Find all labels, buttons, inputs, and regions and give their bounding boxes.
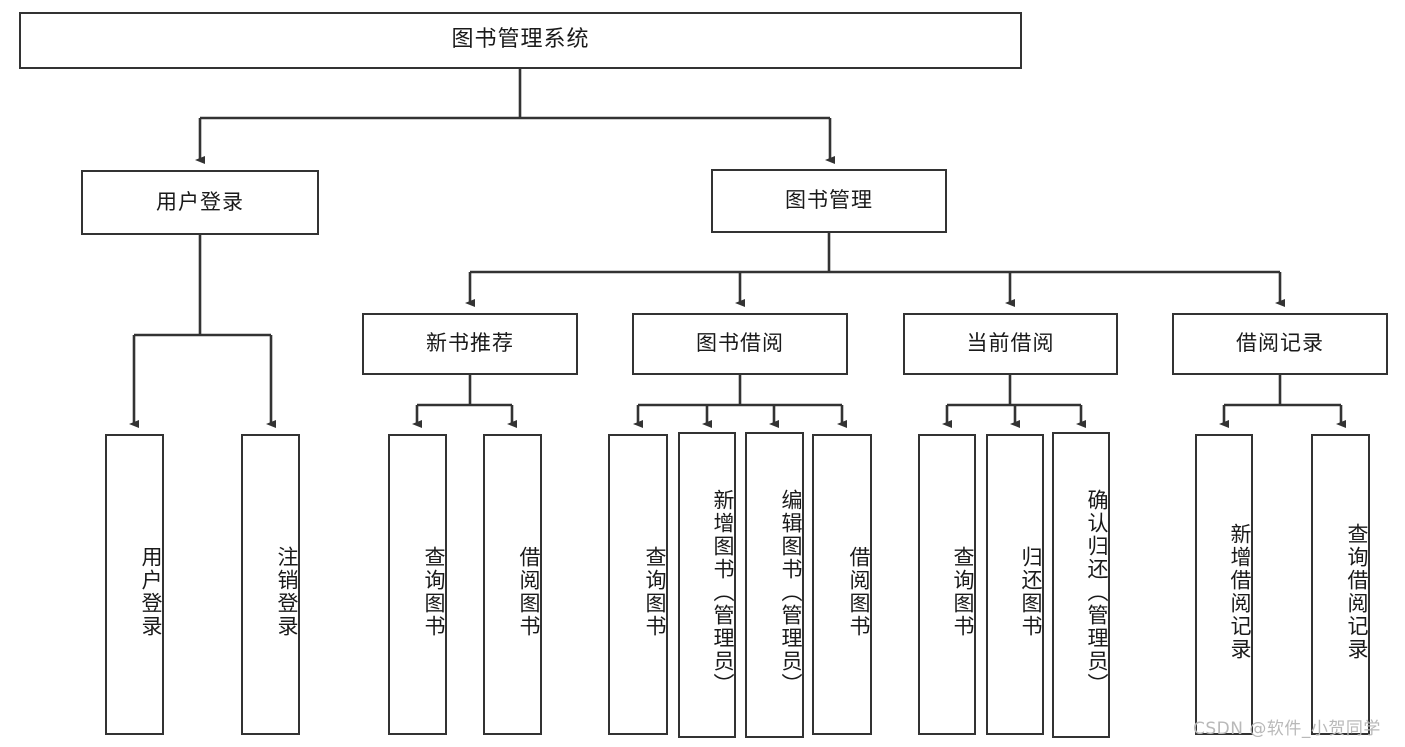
node-leaf-add-borrow-record[interactable]: 新增借阅记录	[1195, 434, 1253, 735]
node-leaf-add-book-admin[interactable]: 新增图书（管理员）	[678, 432, 736, 738]
node-user-login[interactable]: 用户登录	[81, 170, 319, 235]
node-new-book-recommend[interactable]: 新书推荐	[362, 313, 578, 375]
node-leaf-edit-book-admin[interactable]: 编辑图书（管理员）	[745, 432, 804, 738]
node-root-book-management-system[interactable]: 图书管理系统	[19, 12, 1022, 69]
node-leaf-user-login[interactable]: 用户登录	[105, 434, 164, 735]
node-leaf-query-book-current[interactable]: 查询图书	[918, 434, 976, 735]
node-leaf-query-book-recommend[interactable]: 查询图书	[388, 434, 447, 735]
node-leaf-borrow-book[interactable]: 借阅图书	[812, 434, 872, 735]
node-current-borrow[interactable]: 当前借阅	[903, 313, 1118, 375]
node-borrow-record[interactable]: 借阅记录	[1172, 313, 1388, 375]
node-book-management[interactable]: 图书管理	[711, 169, 947, 233]
watermark-text: CSDN @软件_小贺同学	[1193, 719, 1381, 739]
node-leaf-return-book[interactable]: 归还图书	[986, 434, 1044, 735]
node-book-borrow[interactable]: 图书借阅	[632, 313, 848, 375]
node-leaf-borrow-book-recommend[interactable]: 借阅图书	[483, 434, 542, 735]
node-leaf-query-borrow-record[interactable]: 查询借阅记录	[1311, 434, 1370, 735]
node-leaf-query-book-borrow[interactable]: 查询图书	[608, 434, 668, 735]
node-leaf-logout[interactable]: 注销登录	[241, 434, 300, 735]
node-leaf-confirm-return-admin[interactable]: 确认归还（管理员）	[1052, 432, 1110, 738]
